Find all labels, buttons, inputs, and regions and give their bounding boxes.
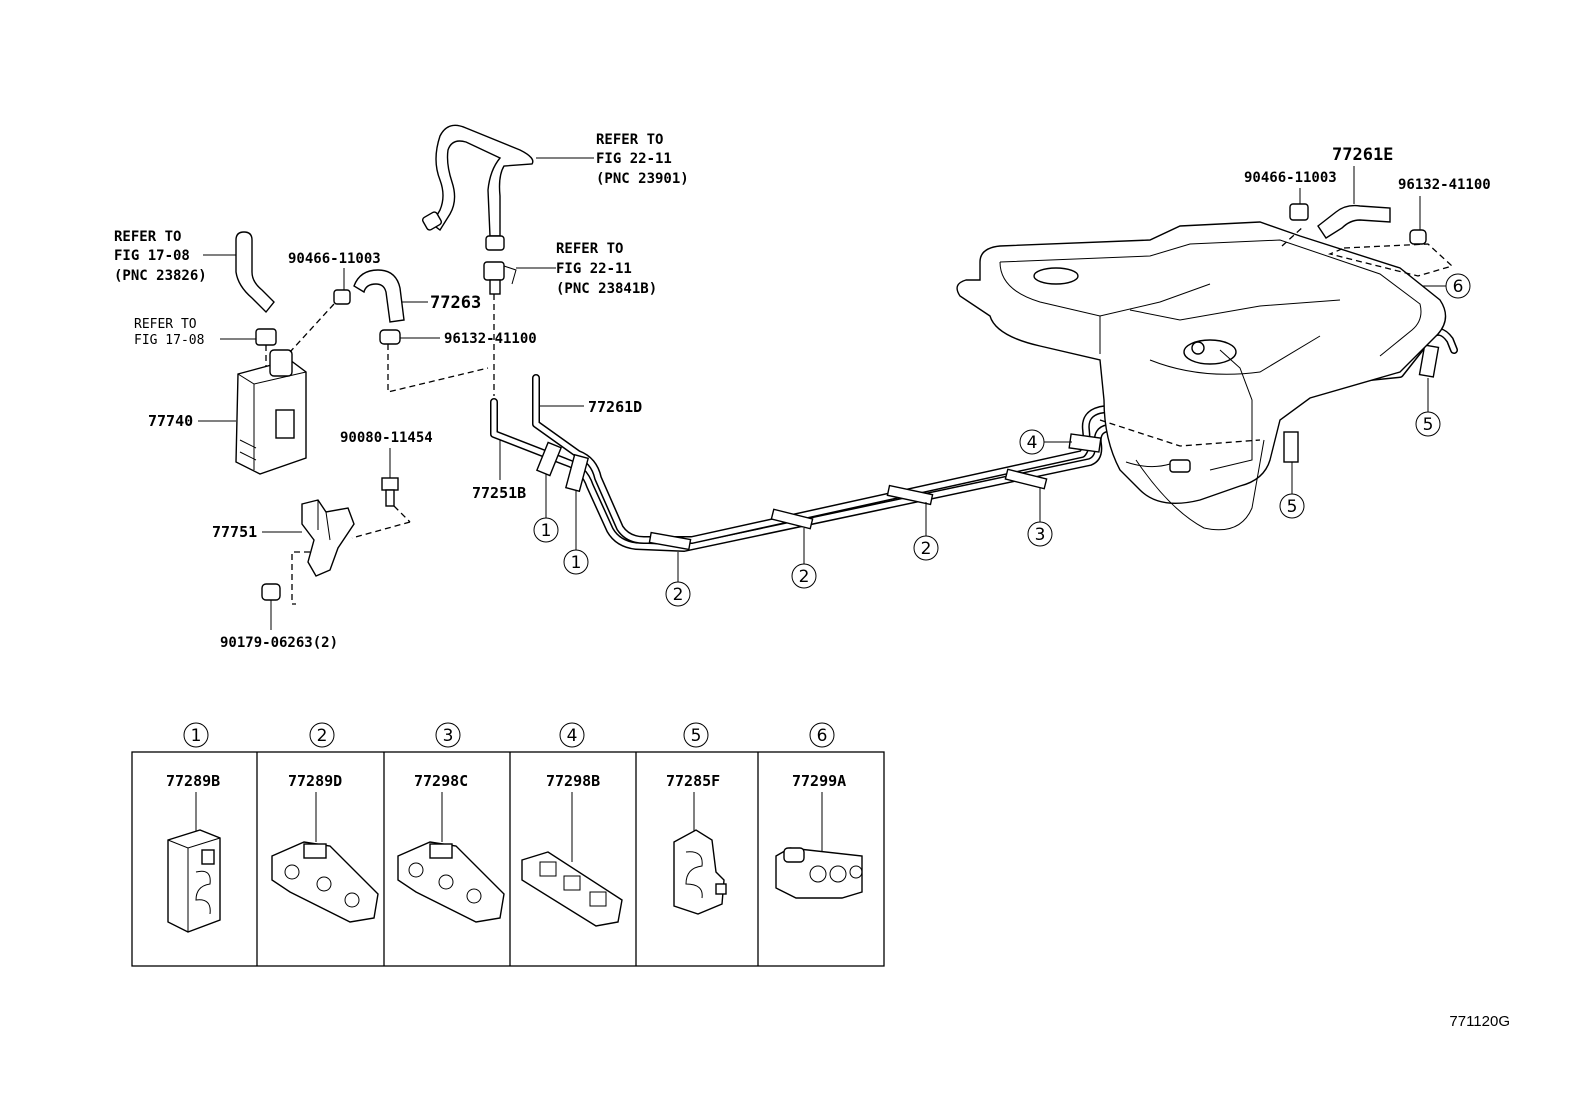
ref-fig17-small-line1: REFER TO	[134, 317, 197, 332]
small-clamp	[255, 328, 277, 346]
diagram-id: 771120G	[1449, 1013, 1510, 1030]
bracket	[301, 499, 355, 577]
svg-text:1: 1	[541, 521, 552, 541]
clamp-right-left	[1289, 203, 1309, 221]
ref-fig17-top-line3: (PNC 23826)	[114, 268, 207, 284]
svg-text:3: 3	[443, 726, 454, 746]
legend-item-6: 6 77299A	[775, 722, 863, 899]
legend-item-5: 5 77285F	[666, 722, 727, 915]
callout-markers: 1 1 2 2 2 3 4 5 5 6	[533, 273, 1471, 607]
svg-text:4: 4	[567, 726, 578, 746]
nut	[261, 583, 281, 601]
legend-part-4: 77298B	[546, 772, 600, 790]
hose-right-part-number: 77261E	[1332, 145, 1393, 165]
legend-part-3: 77298C	[414, 772, 468, 790]
legend-part-1: 77289B	[166, 772, 220, 790]
clamp-right-left-part-number: 90466-11003	[1244, 170, 1337, 186]
legend-part-2: 77289D	[288, 772, 342, 790]
clamp-left-top-part-number: 90466-11003	[288, 251, 381, 267]
svg-text:6: 6	[1453, 277, 1464, 297]
filler-vent-hose-end	[485, 235, 505, 251]
ref-fig22-top-line1: REFER TO	[596, 132, 663, 148]
svg-text:5: 5	[1287, 497, 1298, 517]
ref-fig22-top-line3: (PNC 23901)	[596, 171, 689, 187]
clamp-right-right	[1409, 229, 1427, 245]
fuel-tank	[956, 221, 1447, 531]
ref-fig17-small-line2: FIG 17-08	[134, 333, 204, 348]
svg-text:2: 2	[799, 567, 810, 587]
svg-text:1: 1	[571, 553, 582, 573]
legend-part-5: 77285F	[666, 772, 720, 790]
tube-d-part-number: 77261D	[588, 398, 642, 416]
svg-text:2: 2	[673, 585, 684, 605]
tube-b-part-number: 77251B	[472, 484, 526, 502]
vent-hose	[235, 231, 275, 314]
svg-text:2: 2	[317, 726, 328, 746]
legend-item-3: 3 77298C	[397, 722, 505, 923]
nut-part-number: 90179-06263(2)	[220, 635, 338, 651]
svg-text:1: 1	[191, 726, 202, 746]
legend-item-4: 4 77298B	[521, 722, 623, 927]
legend-part-6: 77299A	[792, 772, 846, 790]
clamp-left-top	[333, 289, 351, 305]
legend-item-2: 2 77289D	[271, 722, 379, 923]
bolt	[381, 477, 399, 507]
filler-vent-hose	[431, 124, 534, 237]
tube-connector	[483, 261, 517, 295]
svg-text:2: 2	[921, 539, 932, 559]
hose-77261e	[1317, 204, 1391, 239]
ref-fig22-mid-line3: (PNC 23841B)	[556, 281, 657, 297]
canister	[235, 349, 307, 475]
bracket-part-number: 77751	[212, 523, 257, 541]
legend-item-1: 1 77289B	[166, 722, 221, 933]
clamp-left-bottom	[379, 329, 401, 345]
svg-text:4: 4	[1027, 433, 1038, 453]
svg-text:3: 3	[1035, 525, 1046, 545]
ref-fig22-top-line2: FIG 22-11	[596, 151, 672, 167]
legend-table	[131, 751, 885, 967]
canister-part-number: 77740	[148, 412, 193, 430]
ref-fig22-mid-line2: FIG 22-11	[556, 261, 632, 277]
bolt-part-number: 90080-11454	[340, 430, 433, 446]
hose-77263	[353, 269, 405, 323]
svg-text:5: 5	[1423, 415, 1434, 435]
clamp-right-right-part-number: 96132-41100	[1398, 177, 1491, 193]
svg-text:6: 6	[817, 726, 828, 746]
ref-fig17-top-line2: FIG 17-08	[114, 248, 190, 264]
hose-left-part-number: 77263	[430, 293, 481, 313]
clamp-left-bottom-part-number: 96132-41100	[444, 331, 537, 347]
ref-fig22-mid-line1: REFER TO	[556, 241, 623, 257]
ref-fig17-top-line1: REFER TO	[114, 229, 181, 245]
svg-text:5: 5	[691, 726, 702, 746]
